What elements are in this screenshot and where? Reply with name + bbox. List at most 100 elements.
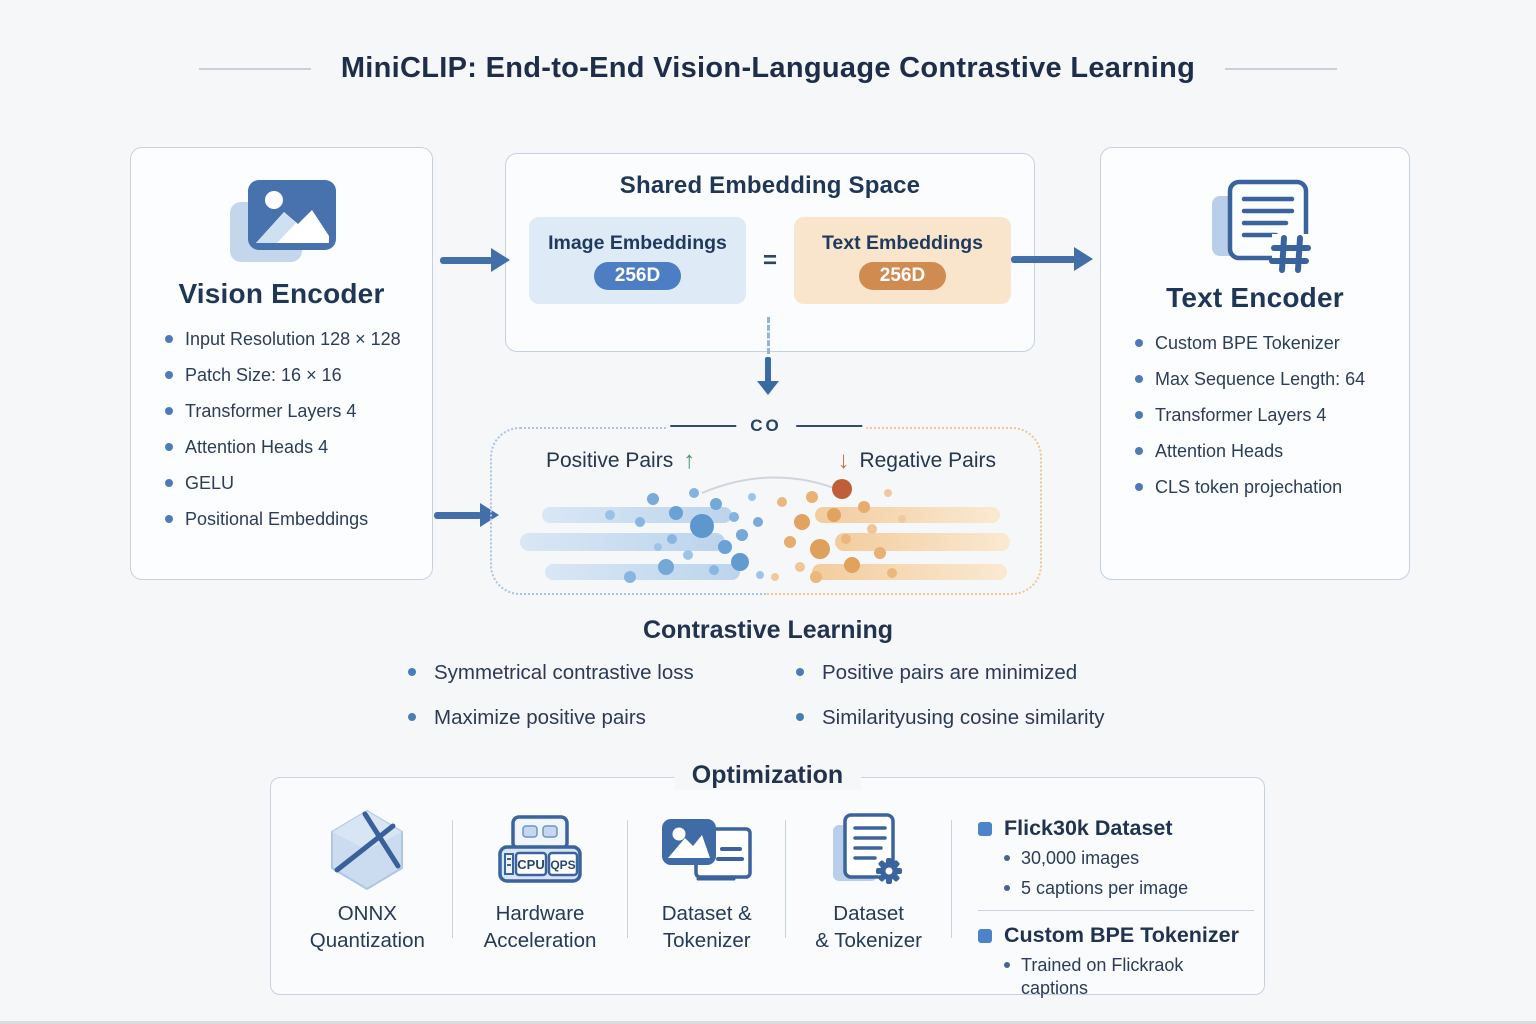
bullet-item: Input Resolution 128 × 128 [165,328,432,351]
divider [951,820,953,938]
bullet-item: Similarityusing cosine similarity [796,706,1196,730]
dashed-border-blue [490,427,766,595]
dataset-info-panel: Flick30k Dataset 30,000 images 5 caption… [952,808,1255,998]
co-label: CO [750,416,782,435]
vision-encoder-title: Vision Encoder [178,278,385,309]
optimization-item-dataset-tokenizer-2: Dataset & Tokenizer [786,808,951,994]
contrastive-pairs-box: CO Positive Pairs ↑ ↓ Regative Pairs [490,414,1042,595]
bullet-item: CLS token projechation [1135,476,1409,499]
image-embeddings-dim-badge: 256D [593,261,682,290]
label-line: Dataset [833,902,904,925]
bullet-item: Positional Embeddings [165,508,432,531]
title-left-rule [198,67,311,70]
up-arrow-icon: ↑ [683,447,696,474]
vision-encoder-bullets: Input Resolution 128 × 128 Patch Size: 1… [131,328,432,531]
label-line: Tokenizer [662,929,751,952]
divider [785,820,787,938]
panel-divider [978,910,1255,911]
bullet-item: Transformer Layers 4 [165,400,432,423]
negative-pairs-label-group: ↓ Regative Pairs [837,447,996,475]
image-embeddings-box: Image Embeddings 256D [528,217,746,304]
text-encoder-card: Text Encoder Custom BPE Tokenizer Max Se… [1100,147,1410,580]
document-gear-icon [825,808,913,892]
bullet-item: Trained on Flickraok captions [1004,954,1224,1000]
divider [451,820,453,938]
bullet-item: Transformer Layers 4 [1135,404,1409,427]
arrow-vision-to-contrastive [434,503,499,527]
bpe-tokenizer-heading-group: Custom BPE Tokenizer [978,923,1254,948]
image-embeddings-label: Image Embeddings [548,231,727,254]
arrow-shared-to-text [1011,247,1093,271]
onnx-cube-icon [324,808,410,892]
text-encoder-title: Text Encoder [1166,282,1344,313]
label-line: & Tokenizer [815,929,922,952]
text-embeddings-box: Text Embeddings 256D [794,217,1011,304]
bullet-item: Patch Size: 16 × 16 [165,364,432,387]
chip-qps-label: QPS [550,858,575,872]
bullet-item: Maximize positive pairs [408,706,768,730]
equals-sign: = [762,246,777,274]
optimization-row: ONNX Quantization CPU QPS [271,778,1264,998]
arrow-shared-to-contrastive [757,357,779,395]
optimization-item-onnx: ONNX Quantization [283,808,452,994]
bullet-item: Symmetrical contrastive loss [408,661,768,685]
arrow-vision-to-shared [440,248,510,272]
optimization-section: Optimization ONNX Quantization [270,761,1265,998]
dashed-connector-line [767,317,770,354]
embedding-row: Image Embeddings 256D = Text Embeddings … [506,217,1034,304]
optimization-title: Optimization [673,761,862,790]
co-left-rule [670,424,737,428]
hardware-item-label: Hardware Acceleration [484,900,597,954]
shared-embedding-title: Shared Embedding Space [619,172,921,199]
bullet-item: Attention Heads [1135,440,1409,463]
dataset-tokenizer-item-label: Dataset & Tokenizer [662,900,752,954]
page-header: MiniCLIP: End-to-End Vision-Language Con… [0,52,1536,85]
vision-encoder-card: Vision Encoder Input Resolution 128 × 12… [130,147,433,580]
embedding-scatter-illustration [520,476,1010,583]
dataset-tokenizer2-item-label: Dataset & Tokenizer [815,900,922,954]
cl-bullets-left-column: Symmetrical contrastive loss Maximize po… [408,661,768,751]
chip-cpu-label: CPU [517,857,544,872]
flickr-dataset-heading-group: Flick30k Dataset [978,816,1254,841]
text-encoder-bullets: Custom BPE Tokenizer Max Sequence Length… [1101,332,1409,499]
negative-pairs-label: Regative Pairs [859,449,996,472]
label-line: ONNX [337,902,397,925]
hardware-chip-icon: CPU QPS [494,808,586,892]
divider [627,820,629,938]
text-embeddings-label: Text Embeddings [821,231,984,254]
document-hashtag-icon [1101,174,1409,274]
bullet-item: Positive pairs are minimized [796,661,1196,685]
flickr-dataset-heading: Flick30k Dataset [1004,816,1173,840]
cl-bullets-right-column: Positive pairs are minimized Similarityu… [796,661,1196,751]
label-line: Acceleration [483,929,597,952]
contrastive-learning-title: Contrastive Learning [642,616,894,644]
label-line: Hardware [495,902,585,925]
onnx-item-label: ONNX Quantization [310,900,425,954]
title-right-rule [1225,67,1338,70]
image-document-icon [658,808,756,892]
bpe-tokenizer-bullets: Trained on Flickraok captions [1004,954,1254,1000]
optimization-item-hardware: CPU QPS Hardware Acceleration [453,808,628,994]
square-bullet-icon [978,928,993,943]
text-embeddings-dim-badge: 256D [858,261,947,290]
down-arrow-icon: ↓ [837,447,850,474]
co-label-group: CO [666,414,866,438]
co-right-rule [795,424,862,428]
bullet-item: Attention Heads 4 [165,436,432,459]
bullet-item: Custom BPE Tokenizer [1135,332,1409,355]
bullet-item: 30,000 images [1004,847,1254,870]
flickr-dataset-bullets: 30,000 images 5 captions per image [1004,847,1254,900]
optimization-item-dataset-tokenizer: Dataset & Tokenizer [628,808,785,994]
bullet-item: 5 captions per image [1004,877,1254,900]
label-line: Quantization [309,929,425,952]
page-title: MiniCLIP: End-to-End Vision-Language Con… [340,52,1196,84]
bullet-item: GELU [165,472,432,495]
square-bullet-icon [978,821,993,836]
positive-pairs-label-group: Positive Pairs ↑ [546,447,695,475]
dashed-border-orange [766,427,1042,595]
label-line: Dataset & [661,902,752,925]
shared-embedding-card: Shared Embedding Space Image Embeddings … [505,153,1035,352]
bottom-edge-line [0,1021,1536,1024]
positive-pairs-label: Positive Pairs [546,449,674,472]
bpe-tokenizer-heading: Custom BPE Tokenizer [1004,923,1239,947]
